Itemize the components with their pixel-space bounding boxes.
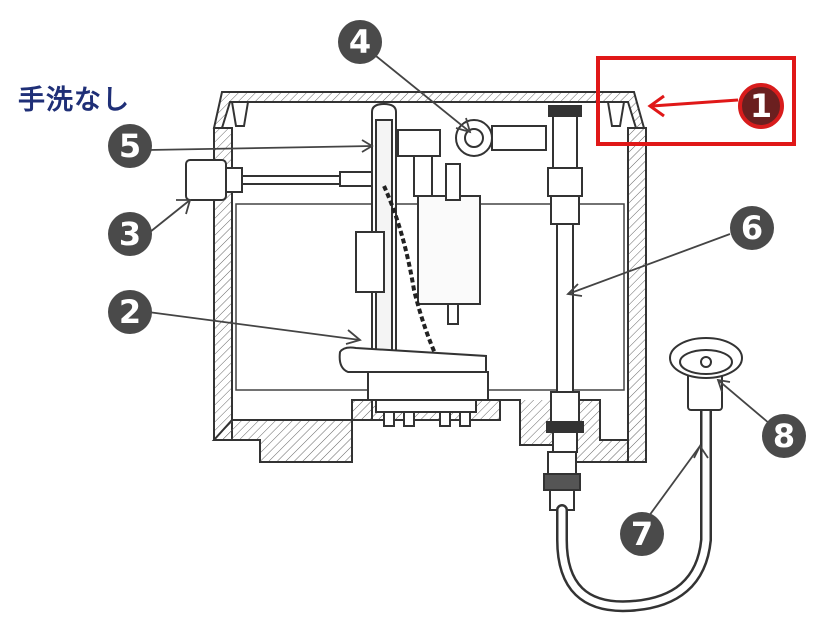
leader-lines bbox=[147, 55, 771, 521]
flapper-chain bbox=[382, 185, 440, 361]
leader-arrowheads bbox=[176, 117, 731, 459]
callout-1: 1 bbox=[738, 83, 784, 129]
lid-bumps bbox=[230, 101, 626, 127]
callout-6: 6 bbox=[730, 206, 774, 250]
callout-8: 8 bbox=[762, 414, 806, 458]
overflow-pipe bbox=[371, 102, 397, 361]
refill-tube bbox=[546, 105, 584, 453]
callout-3: 3 bbox=[108, 212, 152, 256]
page-title: 手洗なし bbox=[18, 85, 130, 116]
stop-valve bbox=[669, 337, 743, 411]
callout-5: 5 bbox=[108, 124, 152, 168]
callout-4: 4 bbox=[338, 20, 382, 64]
flush-handle bbox=[185, 159, 381, 201]
flush-valve bbox=[338, 231, 489, 427]
fill-valve bbox=[397, 119, 547, 325]
supply-connector bbox=[543, 451, 581, 511]
highlight-box bbox=[596, 56, 796, 146]
callout-2: 2 bbox=[108, 290, 152, 334]
red-pointer-arrow bbox=[647, 94, 739, 118]
callout-7: 7 bbox=[620, 512, 664, 556]
